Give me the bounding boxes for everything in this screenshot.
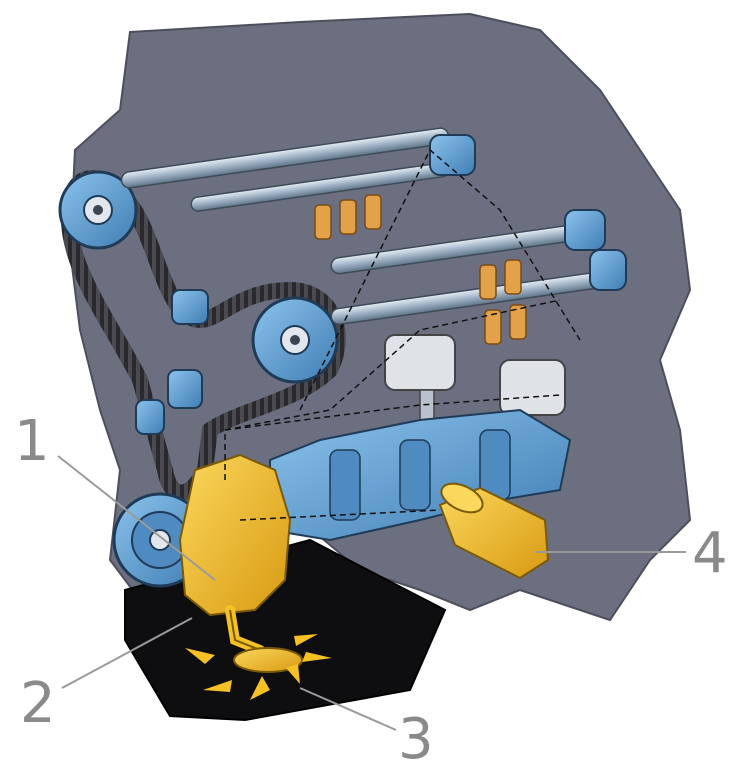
crankshaft xyxy=(269,408,572,542)
oil-pump xyxy=(178,453,292,617)
suction-arrows xyxy=(185,634,332,700)
camshafts xyxy=(120,127,627,326)
idler-rollers xyxy=(135,289,209,435)
valve-tappets xyxy=(314,194,527,345)
callout-4: 4 xyxy=(692,521,728,586)
callout-2: 2 xyxy=(20,671,56,736)
callout-1: 1 xyxy=(14,409,50,474)
callout-3: 3 xyxy=(398,707,434,772)
callout-leaders xyxy=(57,455,686,731)
oil-filter xyxy=(438,482,550,580)
upper-cam-pulley xyxy=(58,170,138,250)
pistons xyxy=(384,334,566,446)
lower-cam-pulley xyxy=(251,296,339,384)
oil-pickup xyxy=(225,605,303,673)
oil-flow-lines xyxy=(224,148,581,521)
